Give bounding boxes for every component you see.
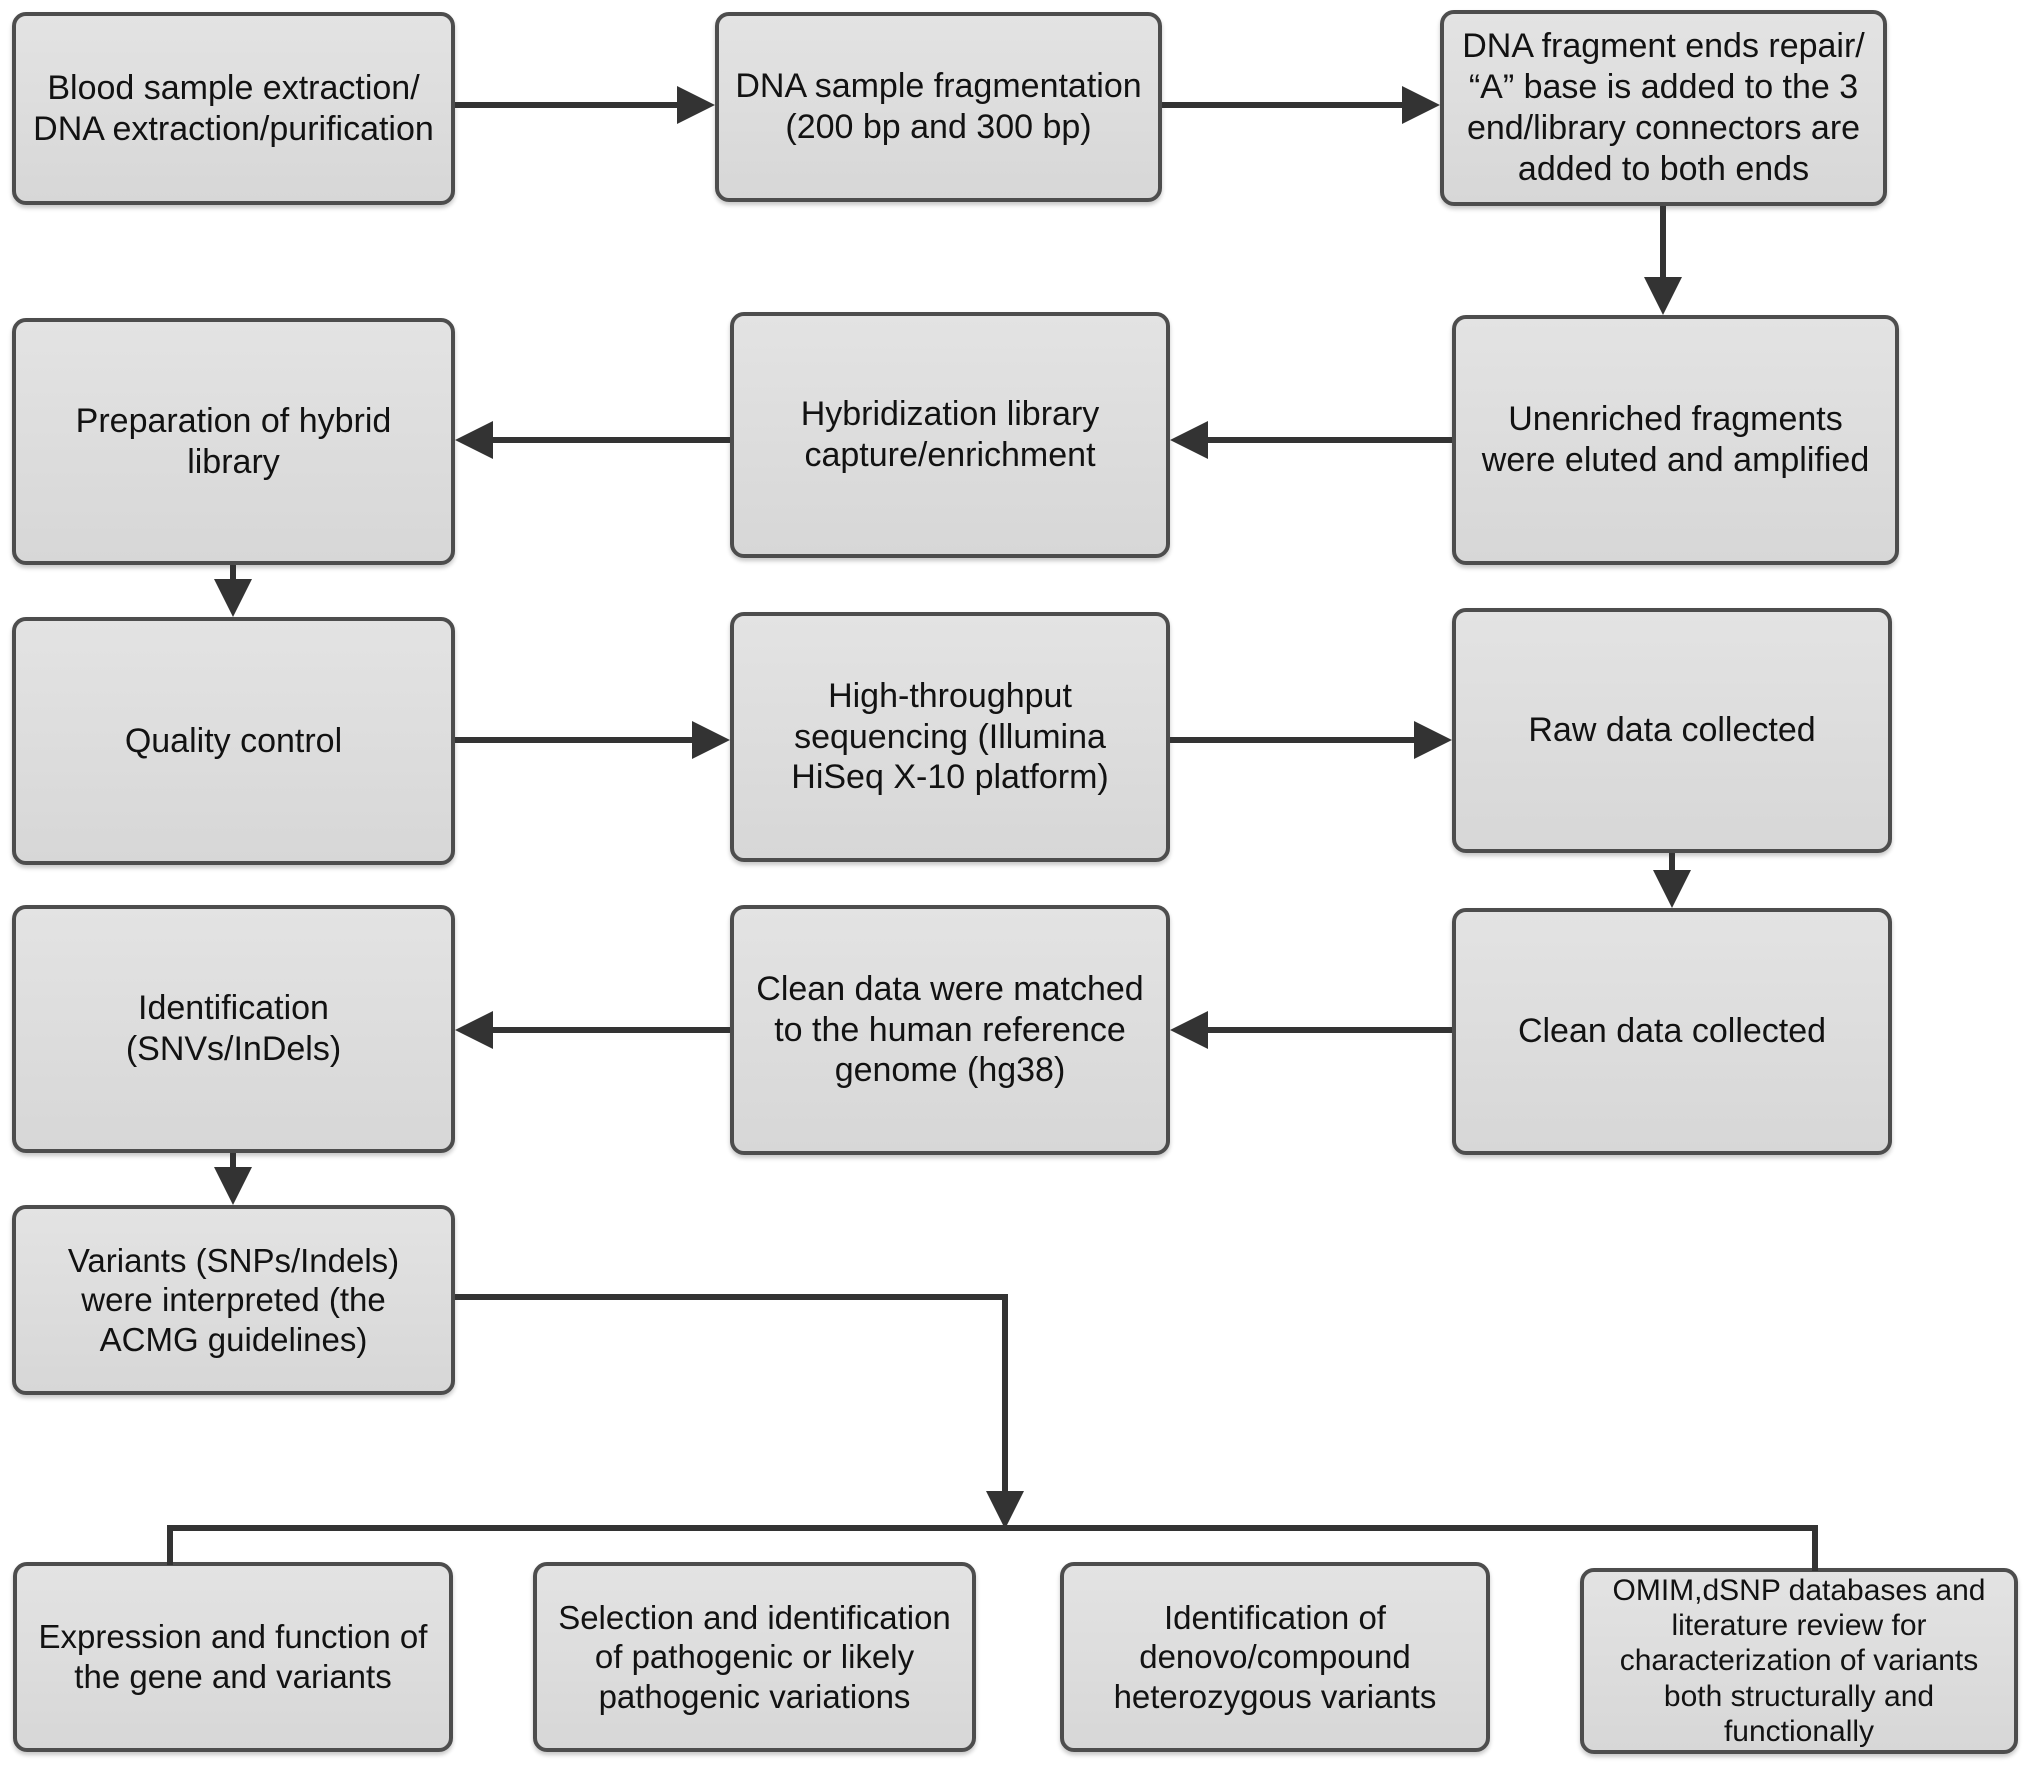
arrow-fragmentation-to-ends-repair-head (1402, 86, 1440, 124)
arrow-fragmentation-to-ends-repair-line (1162, 102, 1402, 108)
node-expression-and-function: Expression and function of the gene and … (13, 1562, 453, 1752)
arrow-clean-data-to-matching-head (1170, 1011, 1208, 1049)
arrow-sequencing-to-raw-data-line (1170, 737, 1414, 743)
node-denovo-compound-heterozygous: Identification of denovo/compound hetero… (1060, 1562, 1490, 1752)
arrow-ends-repair-to-unenriched-head (1644, 277, 1682, 315)
arrow-raw-data-to-clean-data-line (1669, 853, 1675, 871)
arrow-unenriched-to-hybridization-head (1170, 421, 1208, 459)
connector-interpretation-horizontal (455, 1294, 1008, 1300)
arrow-identification-to-interpretation-line (230, 1153, 236, 1168)
node-clean-data-matched-hg38: Clean data were matched to the human ref… (730, 905, 1170, 1155)
arrow-identification-to-interpretation-head (214, 1167, 252, 1205)
node-omim-dsnp-literature-review: OMIM,dSNP databases and literature revie… (1580, 1568, 2018, 1754)
branch-bracket-right-tick (1812, 1525, 1818, 1571)
node-clean-data-collected: Clean data collected (1452, 908, 1892, 1155)
arrow-preparation-to-quality-head (214, 579, 252, 617)
arrow-matching-to-identification-head (455, 1011, 493, 1049)
arrow-quality-to-sequencing-head (692, 721, 730, 759)
connector-interpretation-vertical (1002, 1294, 1008, 1492)
branch-bracket-left-tick (167, 1525, 173, 1565)
arrow-quality-to-sequencing-line (455, 737, 695, 743)
node-hybridization-library-capture: Hybridization library capture/enrichment (730, 312, 1170, 558)
node-dna-fragment-ends-repair: DNA fragment ends repair/ “A” base is ad… (1440, 10, 1887, 206)
arrow-preparation-to-quality-line (230, 565, 236, 580)
branch-bracket-line (170, 1525, 1818, 1531)
node-dna-sample-fragmentation: DNA sample fragmentation (200 bp and 300… (715, 12, 1162, 202)
arrow-unenriched-to-hybridization-line (1208, 437, 1452, 443)
arrow-ends-repair-to-unenriched-line (1660, 206, 1666, 278)
node-identification-snvs-indels: Identification (SNVs/InDels) (12, 905, 455, 1153)
node-blood-sample-extraction: Blood sample extraction/ DNA extraction/… (12, 12, 455, 205)
node-quality-control: Quality control (12, 617, 455, 865)
node-unenriched-fragments: Unenriched fragments were eluted and amp… (1452, 315, 1899, 565)
arrow-hybridization-to-preparation-head (455, 421, 493, 459)
connector-interpretation-arrow-head (986, 1491, 1024, 1529)
arrow-raw-data-to-clean-data-head (1653, 870, 1691, 908)
arrow-matching-to-identification-line (493, 1027, 730, 1033)
arrow-clean-data-to-matching-line (1208, 1027, 1452, 1033)
node-preparation-of-hybrid-library: Preparation of hybrid library (12, 318, 455, 565)
arrow-blood-to-fragmentation-head (677, 86, 715, 124)
node-selection-pathogenic-variations: Selection and identification of pathogen… (533, 1562, 976, 1752)
node-variants-interpreted-acmg: Variants (SNPs/Indels) were interpreted … (12, 1205, 455, 1395)
arrow-sequencing-to-raw-data-head (1414, 721, 1452, 759)
node-high-throughput-sequencing: High-throughput sequencing (Illumina HiS… (730, 612, 1170, 862)
node-raw-data-collected: Raw data collected (1452, 608, 1892, 853)
arrow-hybridization-to-preparation-line (493, 437, 730, 443)
arrow-blood-to-fragmentation-line (455, 102, 677, 108)
